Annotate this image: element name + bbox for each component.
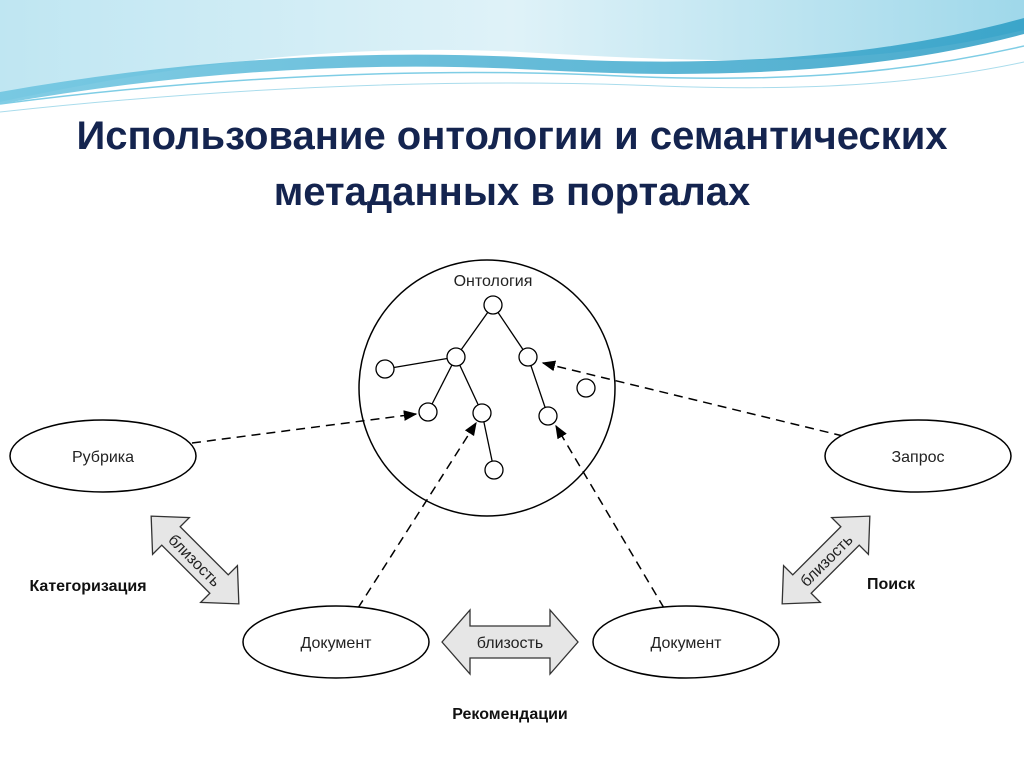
tree-edge bbox=[492, 304, 529, 358]
tree-edge bbox=[527, 356, 549, 417]
tree-edge bbox=[427, 356, 457, 413]
left-document-label: Документ bbox=[301, 635, 373, 652]
mapping-arrows bbox=[191, 360, 844, 609]
ontology-tree-edges bbox=[384, 304, 549, 471]
search-label: Поиск bbox=[867, 576, 916, 593]
rubric-ellipse bbox=[9, 419, 197, 493]
header-wave-decoration bbox=[0, 0, 1024, 113]
tree-node bbox=[446, 347, 466, 367]
query-ellipse bbox=[824, 419, 1012, 493]
tree-edge bbox=[384, 356, 457, 370]
left-document-to-ontology-arrow bbox=[357, 421, 477, 609]
tree-node bbox=[518, 347, 538, 367]
ontology-label: Онтология bbox=[454, 273, 533, 290]
tree-edge bbox=[455, 356, 483, 414]
tree-node bbox=[576, 378, 596, 398]
tree-edge bbox=[455, 304, 494, 358]
tree-node bbox=[375, 359, 395, 379]
query-to-ontology-arrow bbox=[541, 360, 844, 437]
tree-node bbox=[418, 402, 438, 422]
right-document-to-ontology-arrow bbox=[555, 424, 665, 609]
slide-title-line-1: Использование онтологии и семантических bbox=[76, 114, 948, 158]
right-document-ellipse bbox=[592, 605, 780, 679]
rubric-to-ontology-arrow bbox=[191, 410, 418, 444]
ontology-circle bbox=[358, 259, 616, 517]
proximity-arrow-left: близость bbox=[150, 515, 240, 605]
tree-node bbox=[472, 403, 492, 423]
proximity-bottom-label: близость bbox=[477, 635, 543, 652]
slide-title: Использование онтологии и семантических … bbox=[0, 108, 1024, 220]
ontology-tree-nodes bbox=[375, 295, 596, 480]
proximity-arrow-right: близость bbox=[781, 515, 871, 605]
left-document-ellipse bbox=[242, 605, 430, 679]
proximity-arrow-bottom: близость bbox=[441, 608, 579, 676]
tree-edge bbox=[481, 412, 495, 471]
recommendations-label: Рекомендации bbox=[452, 706, 568, 723]
tree-node bbox=[483, 295, 503, 315]
slide-title-line-2: метаданных в порталах bbox=[273, 170, 751, 214]
rubric-label: Рубрика bbox=[72, 449, 134, 466]
query-label: Запрос bbox=[891, 449, 944, 466]
tree-node bbox=[538, 406, 558, 426]
categorization-label: Категоризация bbox=[29, 578, 146, 595]
tree-node bbox=[484, 460, 504, 480]
right-document-label: Документ bbox=[651, 635, 723, 652]
